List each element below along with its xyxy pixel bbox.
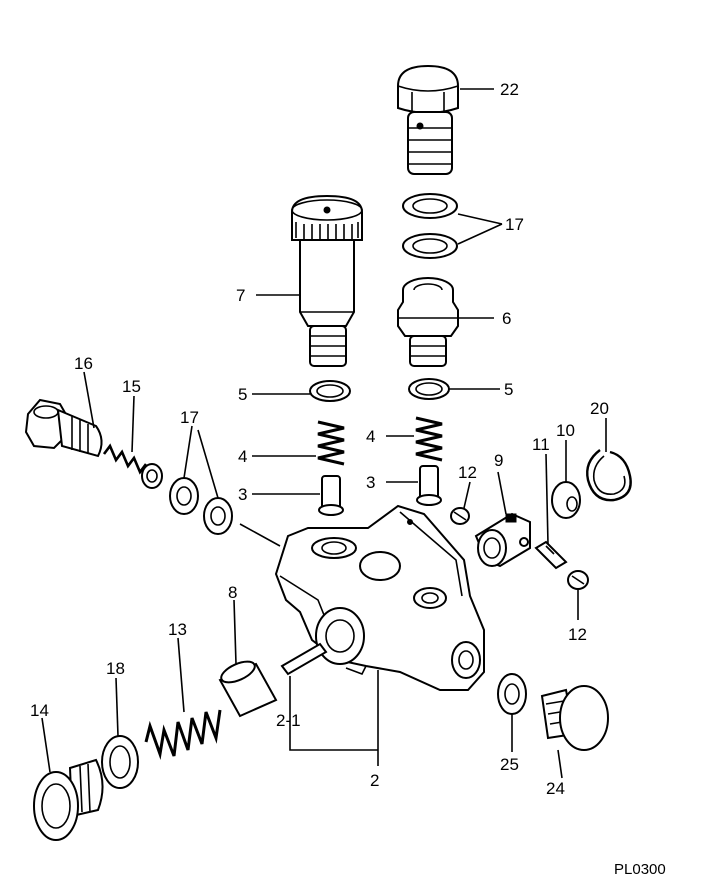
leader-lines <box>41 88 607 779</box>
label-part-10: 10 <box>556 421 575 440</box>
part-3-valves <box>318 465 442 516</box>
label-part-20: 20 <box>590 399 609 418</box>
label-part-15: 15 <box>122 377 141 396</box>
label-part-17-left: 17 <box>180 408 199 427</box>
part-17-washers-left <box>169 477 233 535</box>
part-12-screws <box>450 507 589 590</box>
part-15-spring-plunger <box>102 443 163 489</box>
label-part-4-left: 4 <box>238 447 247 466</box>
label-part-7: 7 <box>236 286 245 305</box>
label-part-5-right: 5 <box>504 380 513 399</box>
label-part-6: 6 <box>502 309 511 328</box>
label-part-24: 24 <box>546 779 565 798</box>
label-part-8: 8 <box>228 583 237 602</box>
part-8-sleeve <box>218 660 278 718</box>
part-16-plug <box>24 398 103 458</box>
part-10-collar <box>551 481 581 519</box>
part-2-1-pin <box>280 642 328 676</box>
part-17-washers-top <box>402 193 458 259</box>
label-part-13: 13 <box>168 620 187 639</box>
part-number-labels: 22 17 7 6 5 5 16 15 17 20 4 4 10 11 3 3 … <box>30 80 666 878</box>
part-14-plug <box>33 758 104 841</box>
label-part-12-top: 12 <box>458 463 477 482</box>
label-part-2: 2 <box>370 771 379 790</box>
label-part-2-1: 2-1 <box>276 711 301 730</box>
part-11-pin <box>534 540 568 570</box>
part-6-adapter <box>397 277 459 367</box>
label-part-9: 9 <box>494 451 503 470</box>
part-9-housing <box>474 512 531 568</box>
label-part-16: 16 <box>74 354 93 373</box>
part-25-washer <box>497 673 527 715</box>
part-7-cap <box>291 194 363 367</box>
label-part-18: 18 <box>106 659 125 678</box>
drawing-code: PL0300 <box>614 861 666 878</box>
label-part-11: 11 <box>532 435 550 454</box>
label-part-12-bottom: 12 <box>568 625 587 644</box>
part-20-snap-ring <box>586 449 632 502</box>
part-18-washer <box>101 735 139 789</box>
label-part-4-right: 4 <box>366 427 375 446</box>
label-part-14: 14 <box>30 701 49 720</box>
label-part-17-top: 17 <box>505 215 524 234</box>
label-part-22: 22 <box>500 80 519 99</box>
part-4-springs <box>317 416 443 466</box>
label-part-3-left: 3 <box>238 485 247 504</box>
part-22-hollow-bolt <box>397 64 459 175</box>
label-part-25: 25 <box>500 755 519 774</box>
part-2-body <box>274 504 485 691</box>
label-part-5-left: 5 <box>238 385 247 404</box>
part-24-plug <box>540 685 609 751</box>
part-13-spring <box>144 709 222 760</box>
part-5-o-rings <box>309 378 450 402</box>
label-part-3-right: 3 <box>366 473 375 492</box>
